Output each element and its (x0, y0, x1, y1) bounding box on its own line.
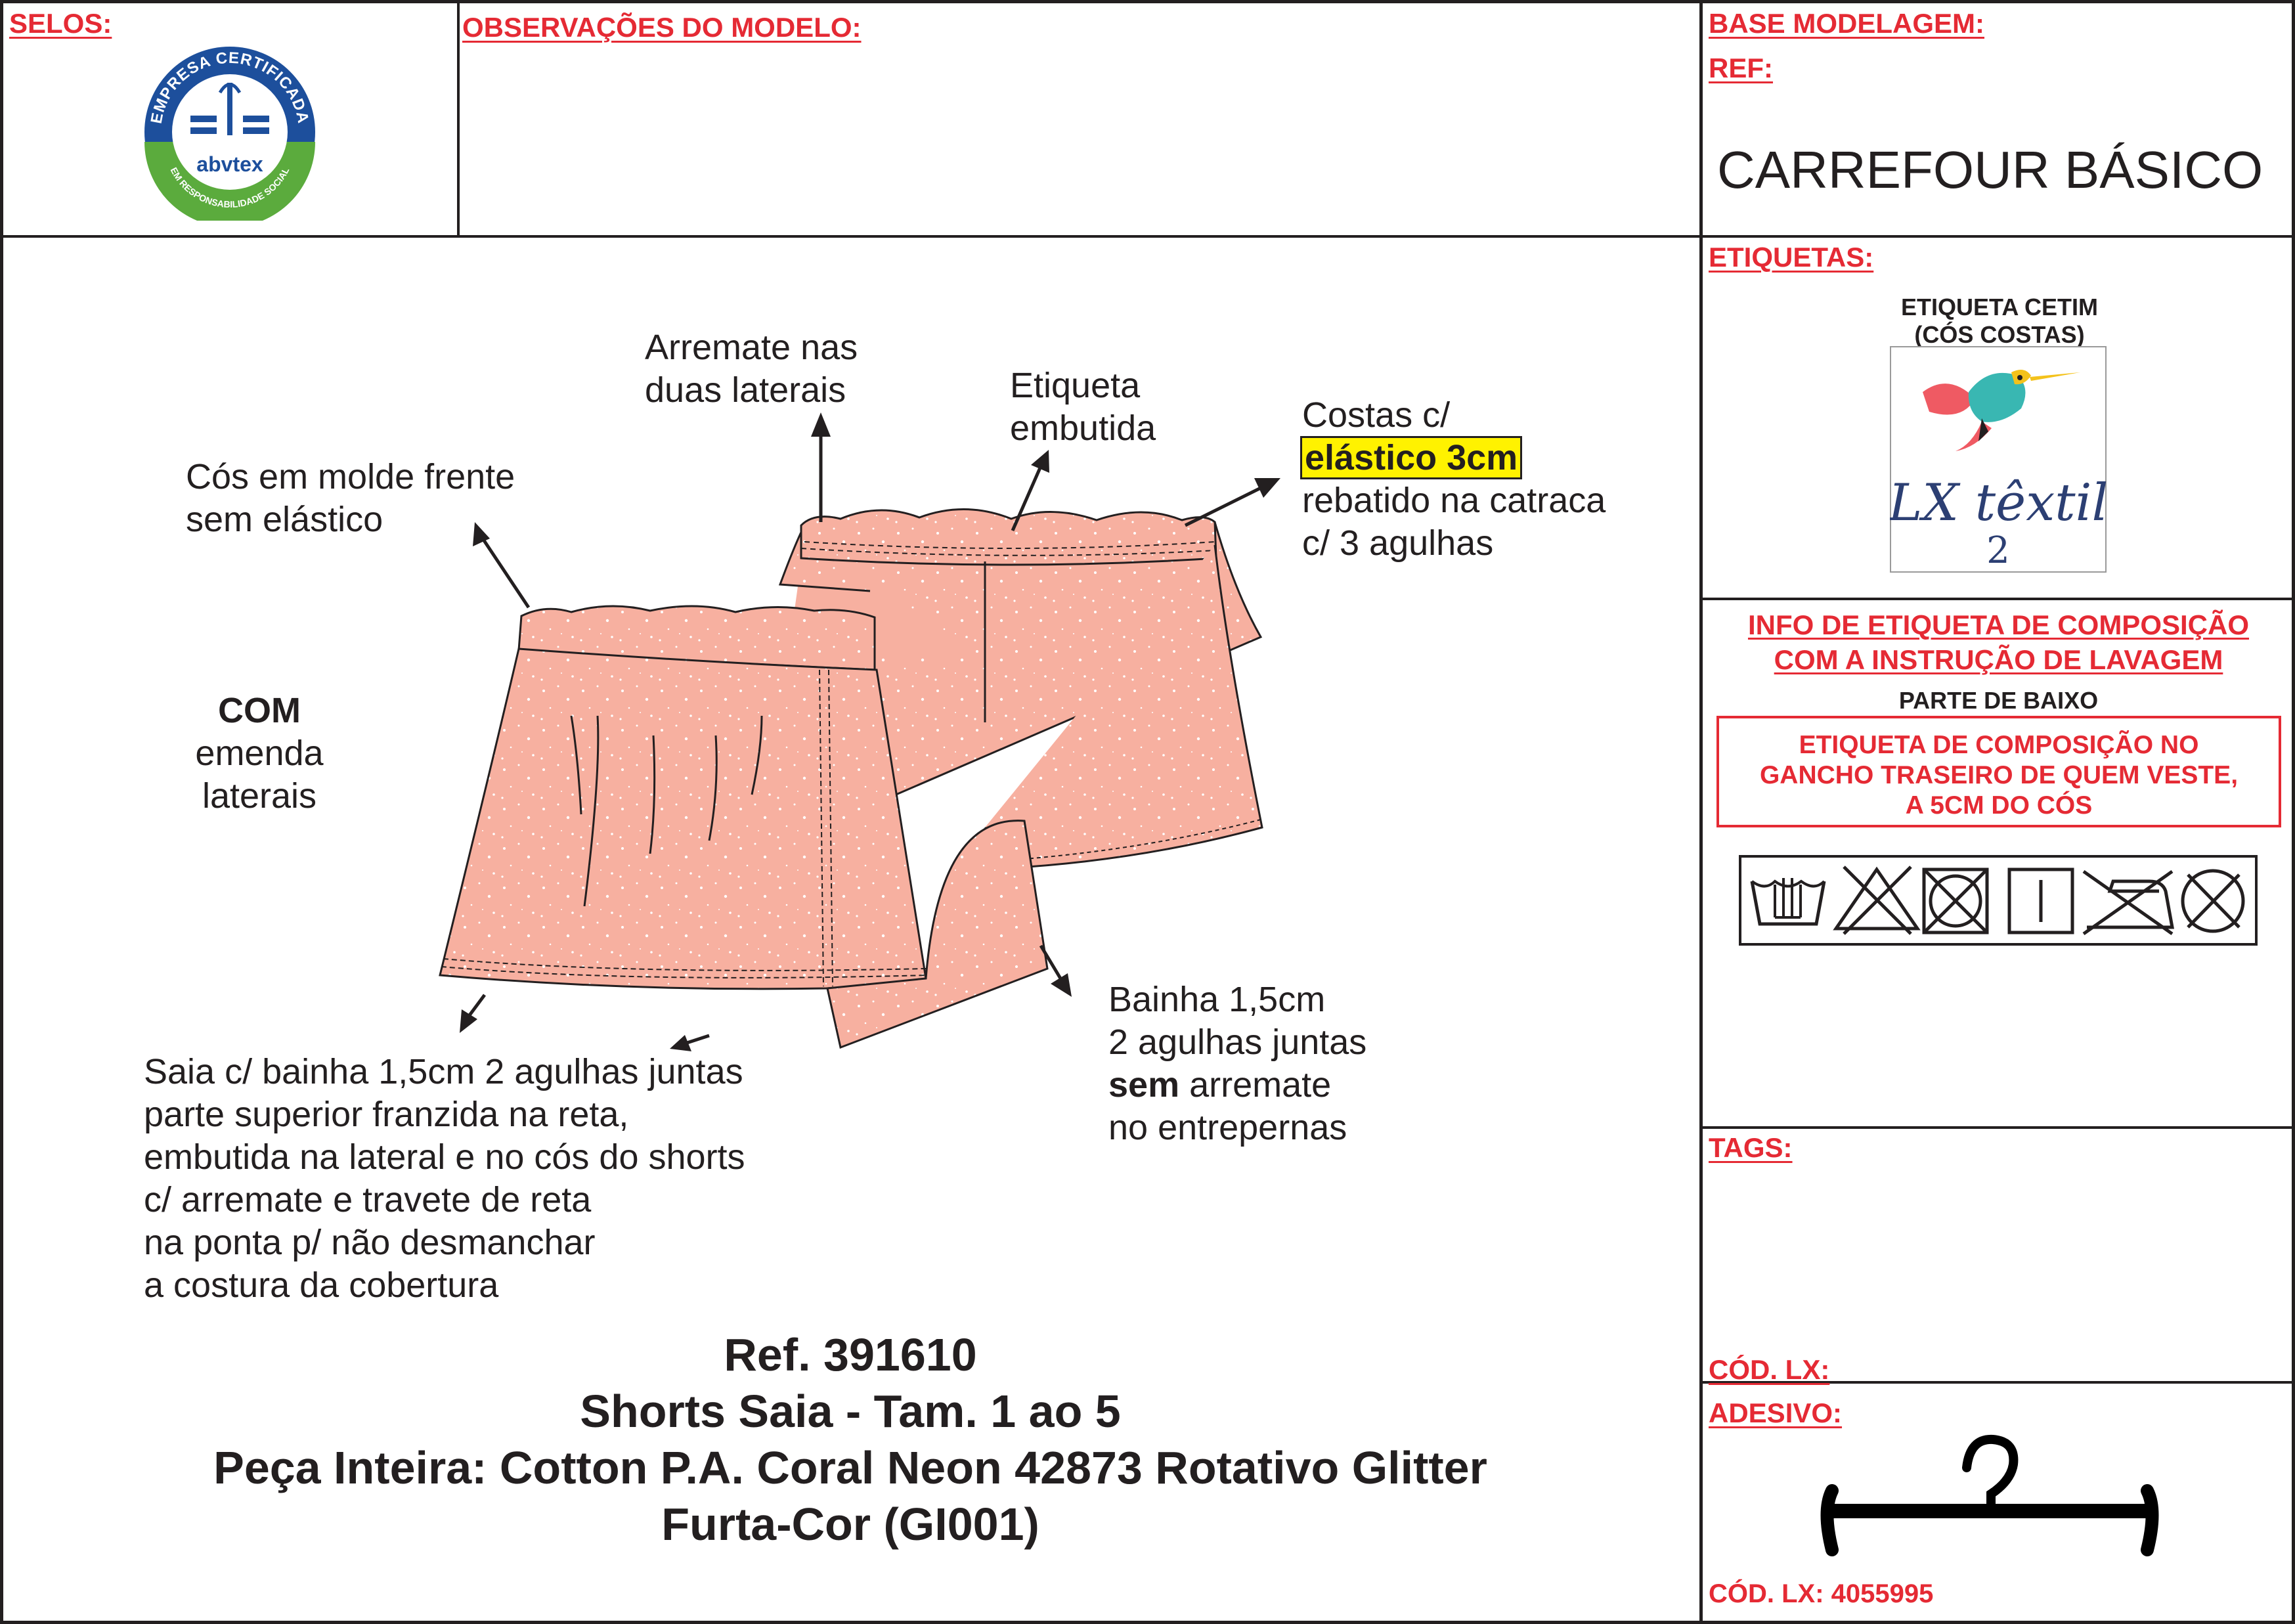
note-cos-line1: Cós em molde frente (186, 457, 515, 496)
note-cos-line2: sem elástico (186, 500, 383, 539)
divider-adesivo (1701, 1381, 2295, 1384)
note-etiqueta-line2: embutida (1010, 408, 1156, 448)
divider-right-column (1699, 0, 1703, 1624)
note-arremate-line2: duas laterais (645, 370, 846, 410)
no-dry-clean-icon (2181, 869, 2245, 933)
annotation-arrows (460, 412, 1280, 1051)
lx-textil-logo: LX têxtil 2 (1890, 346, 2107, 573)
hand-wash-icon (1750, 878, 1826, 926)
garment-technical-drawing (439, 508, 1263, 1049)
note-arremate-line1: Arremate nas (645, 328, 858, 367)
note-bainha-arremate: arremate (1179, 1065, 1332, 1105)
product-name: Shorts Saia - Tam. 1 ao 5 (580, 1386, 1121, 1437)
note-saia-line4: c/ arremate e travete de reta (144, 1180, 592, 1219)
border-left (0, 0, 3, 1624)
adesivo-header: ADESIVO: (1709, 1397, 1843, 1428)
composition-title-line2: COM A INSTRUÇÃO DE LAVAGEM (1774, 644, 2223, 675)
elastic-highlight: elástico 3cm (1300, 436, 1523, 479)
product-info: Ref. 391610 Shorts Saia - Tam. 1 ao 5 Pe… (0, 1327, 1701, 1552)
shorts-front-view (439, 605, 1049, 1049)
composition-box-line2: GANCHO TRASEIRO DE QUEM VESTE, (1759, 761, 2239, 789)
divider-etiquetas (1701, 598, 2295, 600)
note-bainha-line3: sem arremate (1108, 1064, 1366, 1107)
cod-lx-header: CÓD. LX: (1709, 1354, 1830, 1385)
note-bainha-line2: 2 agulhas juntas (1108, 1022, 1367, 1062)
tags-header: TAGS: (1709, 1132, 1793, 1163)
note-com-emenda: COM emenda laterais (144, 690, 374, 818)
product-fabric-line2: Furta-Cor (GI001) (661, 1499, 1039, 1550)
composition-title: INFO DE ETIQUETA DE COMPOSIÇÃO COM A INS… (1702, 607, 2295, 677)
no-bleach-icon (1833, 866, 1921, 935)
abvtex-seal-icon: EMPRESA CERTIFICADA EM RESPONSABILIDADE … (144, 47, 315, 221)
svg-text:abvtex: abvtex (196, 152, 263, 176)
note-costas-elastico: Costas c/ elástico 3cm rebatido na catra… (1300, 394, 1606, 565)
composition-title-line1: INFO DE ETIQUETA DE COMPOSIÇÃO (1747, 609, 2250, 640)
shorts-back-view (778, 508, 1263, 869)
note-etiqueta-embutida: Etiqueta embutida (1010, 364, 1156, 450)
svg-text:LX têxtil: LX têxtil (1890, 473, 2107, 533)
divider-tags (1701, 1126, 2295, 1129)
divider-selos (457, 0, 460, 236)
client-name: CARREFOUR BÁSICO (1717, 141, 2263, 199)
note-costas-line4: c/ 3 agulhas (1302, 523, 1494, 563)
composition-part: PARTE DE BAIXO (1898, 687, 2099, 714)
border-right (2292, 0, 2295, 1624)
note-costas-line2: elástico 3cm (1300, 436, 1606, 479)
note-costas-line1: Costas c/ (1302, 395, 1451, 435)
no-tumble-dry-icon (1922, 867, 1989, 934)
composition-box: ETIQUETA DE COMPOSIÇÃO NO GANCHO TRASEIR… (1716, 716, 2281, 827)
border-top (0, 0, 2295, 3)
no-iron-icon (2082, 869, 2174, 936)
note-etiqueta-line1: Etiqueta (1010, 366, 1141, 405)
etiqueta-cetim-line2: (CÓS COSTAS) (1914, 321, 2085, 348)
line-dry-icon (2007, 867, 2074, 934)
note-saia-line6: a costura da cobertura (144, 1265, 499, 1305)
note-saia-line5: na ponta p/ não desmanchar (144, 1223, 596, 1262)
composition-box-line3: A 5CM DO CÓS (1905, 791, 2093, 820)
composition-box-line1: ETIQUETA DE COMPOSIÇÃO NO (1799, 731, 2199, 759)
etiqueta-cetim-title: ETIQUETA CETIM (CÓS COSTAS) (1852, 294, 2147, 349)
etiqueta-cetim-line1: ETIQUETA CETIM (1901, 294, 2098, 320)
note-saia-line3: embutida na lateral e no cós do shorts (144, 1137, 745, 1177)
note-arremate-laterais: Arremate nas duas laterais (645, 326, 858, 412)
note-saia-line1: Saia c/ bainha 1,5cm 2 agulhas juntas (144, 1052, 743, 1091)
note-saia: Saia c/ bainha 1,5cm 2 agulhas juntas pa… (144, 1051, 745, 1307)
svg-text:2: 2 (1986, 529, 2010, 572)
cod-lx-value: CÓD. LX: 4055995 (1709, 1579, 1934, 1608)
care-symbols-strip (1739, 855, 2258, 946)
note-saia-line2: parte superior franzida na reta, (144, 1095, 629, 1134)
note-cos-molde: Cós em molde frente sem elástico (186, 456, 515, 541)
ref-header: REF: (1709, 53, 1773, 83)
note-com-line1: COM (218, 691, 301, 730)
note-com-line3: laterais (202, 776, 317, 816)
etiquetas-header: ETIQUETAS: (1709, 242, 1874, 273)
hanger-icon (1820, 1434, 2159, 1556)
base-modelagem-header: BASE MODELAGEM: (1709, 8, 1984, 39)
note-bainha-sem: sem (1108, 1065, 1180, 1105)
note-com-line2: emenda (195, 734, 324, 773)
product-ref: Ref. 391610 (724, 1329, 977, 1380)
selos-header: SELOS: (9, 8, 112, 39)
note-bainha-line4: no entrepernas (1108, 1108, 1347, 1147)
note-bainha: Bainha 1,5cm 2 agulhas juntas sem arrema… (1108, 978, 1366, 1149)
border-bottom (0, 1621, 2295, 1624)
observacoes-header: OBSERVAÇÕES DO MODELO: (462, 12, 862, 43)
divider-header (0, 235, 2295, 238)
note-costas-line3: rebatido na catraca (1302, 481, 1606, 520)
product-fabric-line1: Peça Inteira: Cotton P.A. Coral Neon 428… (213, 1442, 1487, 1493)
note-bainha-line1: Bainha 1,5cm (1108, 980, 1326, 1019)
